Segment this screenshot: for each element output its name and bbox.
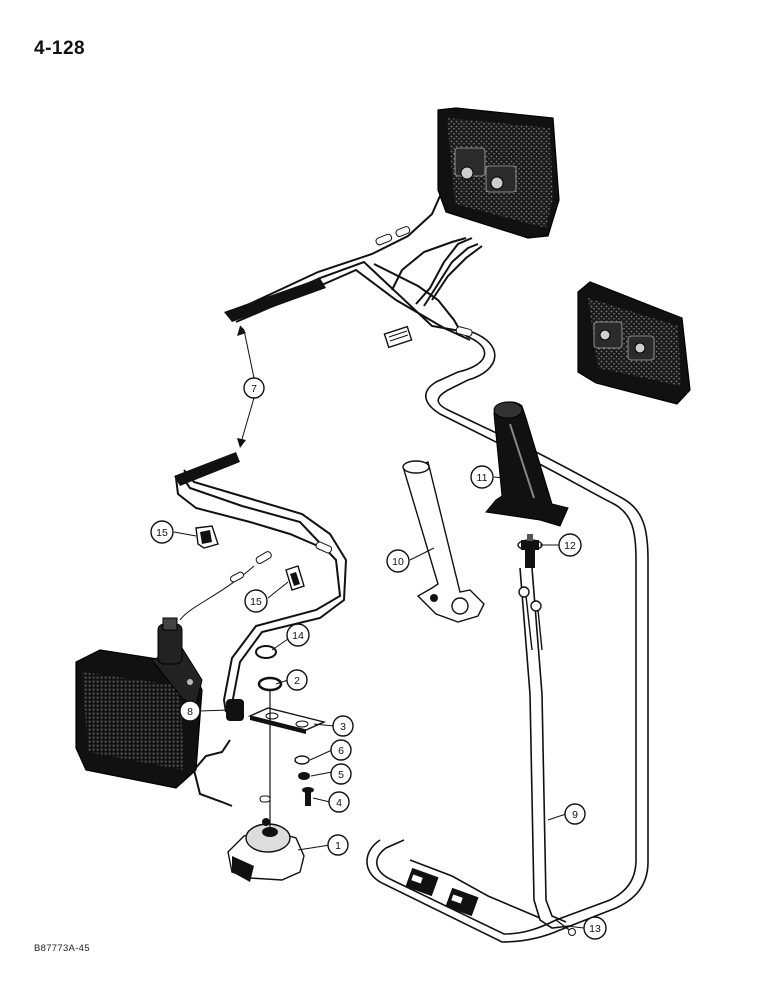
callout-leaders bbox=[173, 325, 585, 929]
svg-text:1: 1 bbox=[335, 840, 341, 852]
callout-1: 1 bbox=[327, 834, 349, 856]
callout-12: 12 bbox=[558, 533, 582, 557]
callout-6: 6 bbox=[330, 739, 352, 761]
callout-8: 8 bbox=[179, 700, 201, 722]
lock-washer bbox=[298, 772, 310, 780]
callout-2: 2 bbox=[286, 669, 308, 691]
svg-text:12: 12 bbox=[564, 540, 576, 552]
svg-text:3: 3 bbox=[340, 721, 346, 733]
harness-connectors bbox=[405, 867, 479, 917]
svg-text:10: 10 bbox=[392, 556, 404, 568]
svg-text:14: 14 bbox=[292, 630, 304, 642]
svg-text:11: 11 bbox=[477, 472, 488, 484]
svg-text:7: 7 bbox=[251, 383, 257, 395]
svg-text:5: 5 bbox=[338, 769, 344, 781]
harness-tape-upper bbox=[224, 278, 326, 322]
svg-text:15: 15 bbox=[250, 596, 262, 608]
rear-taillight-upper bbox=[437, 107, 560, 239]
callout-11: 11 bbox=[470, 465, 494, 489]
lever-arm bbox=[402, 460, 485, 623]
callout-9: 9 bbox=[564, 803, 586, 825]
harness-long-loop bbox=[366, 331, 649, 943]
mount-bracket bbox=[247, 707, 327, 734]
washer bbox=[294, 755, 310, 765]
svg-text:13: 13 bbox=[589, 923, 601, 935]
bolt bbox=[302, 787, 314, 806]
callout-14: 14 bbox=[286, 623, 310, 647]
svg-text:4: 4 bbox=[336, 797, 342, 809]
callout-4: 4 bbox=[328, 791, 350, 813]
handle-grip bbox=[485, 401, 569, 527]
work-light bbox=[75, 617, 203, 789]
nut bbox=[257, 676, 283, 692]
harness-upper bbox=[227, 195, 483, 341]
page-number: 4-128 bbox=[34, 38, 86, 59]
callout-3: 3 bbox=[332, 715, 354, 737]
figure-code: B87773A-45 bbox=[34, 943, 90, 954]
callout-15b: 15 bbox=[244, 589, 268, 613]
harness-lower bbox=[175, 469, 348, 807]
callout-13: 13 bbox=[583, 916, 607, 940]
harness-tape-lower bbox=[174, 452, 240, 486]
push-switch bbox=[517, 534, 543, 568]
callout-5: 5 bbox=[330, 763, 352, 785]
horn bbox=[227, 818, 305, 882]
grommet bbox=[226, 699, 244, 721]
terminal-ring bbox=[255, 645, 277, 659]
rear-taillight-lower bbox=[577, 281, 691, 405]
svg-text:9: 9 bbox=[572, 809, 578, 821]
callout-10: 10 bbox=[386, 549, 410, 573]
svg-text:2: 2 bbox=[294, 675, 300, 687]
callout-15a: 15 bbox=[150, 520, 174, 544]
svg-text:6: 6 bbox=[338, 745, 344, 757]
svg-text:8: 8 bbox=[187, 706, 193, 718]
svg-text:15: 15 bbox=[156, 527, 168, 539]
callout-7: 7 bbox=[243, 377, 265, 399]
